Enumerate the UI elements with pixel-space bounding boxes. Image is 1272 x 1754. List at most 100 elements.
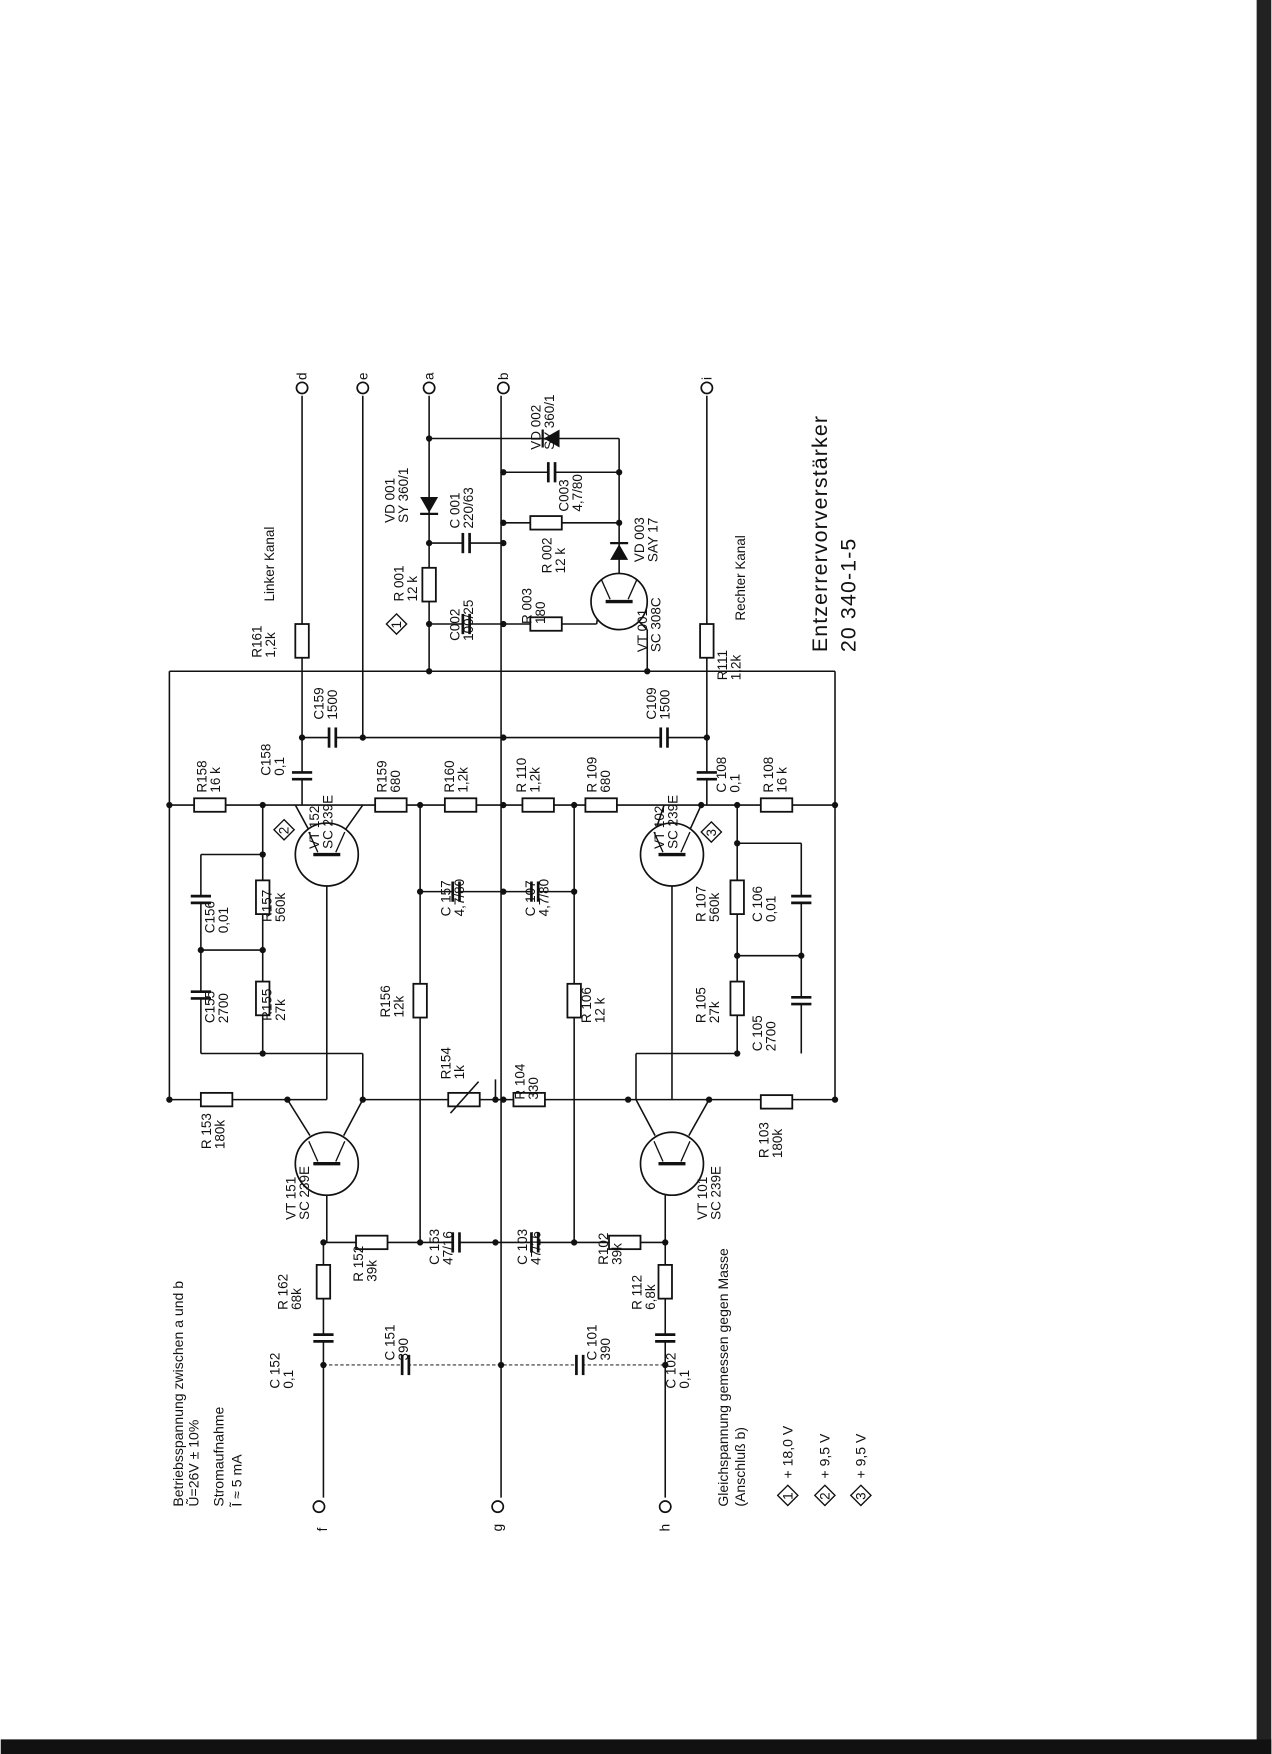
junction-node (320, 1361, 327, 1369)
junction-node (500, 620, 507, 628)
label-r157-value: 560k (273, 892, 288, 921)
label-c003-value: 4,7/80 (570, 474, 585, 512)
label-r161-value: 1,2k (263, 632, 278, 658)
label-r001-value: 12 k (405, 576, 420, 602)
dc-voltage-point-1: + 18,0 V (779, 1425, 795, 1478)
junction-node (492, 1239, 499, 1246)
measurement-point-2-icon: 2 (273, 818, 296, 841)
resistor-icon (529, 515, 563, 531)
label-vt101-value: SC 239E (708, 1166, 723, 1220)
label-r002-name: R 002 (540, 537, 555, 573)
diode-vd001-icon (420, 496, 439, 513)
label-r102-name: R102 (596, 1233, 611, 1265)
junction-node (662, 1239, 669, 1246)
label-c001-name: C 001 (447, 492, 462, 528)
label-r111-value: 1,2k (729, 654, 744, 680)
junction-node (425, 435, 433, 442)
junction-node (166, 801, 173, 809)
junction-node (500, 469, 507, 476)
resistor-icon (421, 566, 437, 603)
label-r001-name: R 001 (391, 566, 406, 602)
capacitor-icon (790, 894, 813, 905)
transistor-lead (343, 804, 364, 833)
transistor-lead (688, 1099, 710, 1136)
resistor-icon (315, 1264, 332, 1300)
resistor-icon (512, 1091, 546, 1108)
label-c153-name: C 153 (427, 1229, 442, 1265)
scan-border-right (1256, 0, 1272, 1754)
transistor-icon (590, 572, 649, 631)
junction-node (624, 1096, 632, 1103)
terminal-icon (658, 1500, 672, 1514)
junction-node (500, 734, 507, 741)
label-r159-value: 680 (388, 770, 403, 793)
junction-node (500, 888, 507, 895)
transistor-lead (342, 1099, 364, 1136)
label-r003-value: 180 (533, 602, 548, 625)
label-vt102-value: SC 239E (666, 795, 681, 849)
junction-node (734, 952, 741, 959)
junction-node (662, 1361, 669, 1369)
svg-text:3: 3 (704, 829, 719, 837)
label-c109-name: C109 (644, 687, 659, 719)
resistor-icon (412, 982, 428, 1019)
junction-node (831, 1096, 839, 1103)
label-r104-name: R 104 (513, 1063, 528, 1099)
label-c159-name: C159 (311, 687, 326, 719)
label-vt151-value: SC 239E (297, 1166, 312, 1220)
label-vd002-name: VD 002 (528, 405, 543, 450)
terminal-icon (295, 381, 309, 395)
label-r157-name: R157 (260, 890, 275, 922)
transistor-icon (639, 822, 705, 887)
capacitor-icon (451, 1231, 461, 1254)
supply-voltage-note: Betriebsspannung zwischen a und b (170, 1281, 186, 1507)
resistor-icon (699, 623, 715, 659)
capacitor-icon (461, 612, 471, 636)
label-vd003-value: SAY 17 (645, 518, 660, 562)
svg-text:2: 2 (277, 827, 292, 835)
label-vt151-name: VT 151 (283, 1177, 298, 1220)
transistor-icon (294, 822, 360, 887)
label-r105-name: R 105 (694, 987, 709, 1023)
capacitor-icon (312, 1333, 335, 1343)
label-c155-value: 2700 (216, 993, 231, 1023)
label-c101-value: 390 (598, 1338, 613, 1361)
label-r003-name: R 003 (519, 588, 534, 624)
resistor-icon (729, 980, 745, 1017)
resistor-icon (443, 797, 478, 813)
label-r106-name: R 106 (579, 987, 594, 1023)
label-vt101-name: VT 101 (695, 1177, 710, 1220)
label-r110-value: 1,2k (527, 767, 542, 793)
transistor-lead (635, 1099, 656, 1136)
label-r108-value: 16 k (775, 767, 790, 793)
label-r154-name: R154 (438, 1047, 453, 1080)
label-r154-value: 1k (452, 1065, 467, 1079)
terminal-icon (356, 381, 370, 395)
junction-node (798, 952, 805, 959)
diode-vd003-icon (610, 544, 629, 560)
label-c155-name: C155 (202, 991, 217, 1023)
current-consumption-note: Stromaufnahme (210, 1407, 226, 1507)
label-r158-value: 16 k (208, 767, 223, 793)
label-c108-value: 0,1 (727, 774, 742, 793)
transistor-icon (294, 1131, 360, 1197)
label-vt001-name: VT 001 (635, 609, 650, 652)
resistor-icon (529, 616, 563, 632)
label-r160-value: 1,2k (455, 767, 470, 793)
transistor-lead (286, 1099, 311, 1137)
junction-node (416, 888, 424, 895)
label-vd003-name: VD 003 (632, 517, 647, 562)
label-r158-name: R158 (194, 760, 209, 792)
drawing-title: Entzerrervorverstärker (808, 415, 832, 652)
terminal-icon (496, 381, 510, 395)
junction-node (416, 801, 424, 809)
junction-node (359, 734, 366, 741)
junction-node (492, 1096, 499, 1103)
junction-node (416, 1239, 424, 1246)
label-c152-name: C 152 (268, 1353, 283, 1389)
measurement-point-2-icon: 2 (813, 1484, 836, 1507)
label-c106-name: C 106 (750, 886, 765, 922)
junction-node (425, 668, 433, 675)
junction-node (320, 1239, 327, 1246)
